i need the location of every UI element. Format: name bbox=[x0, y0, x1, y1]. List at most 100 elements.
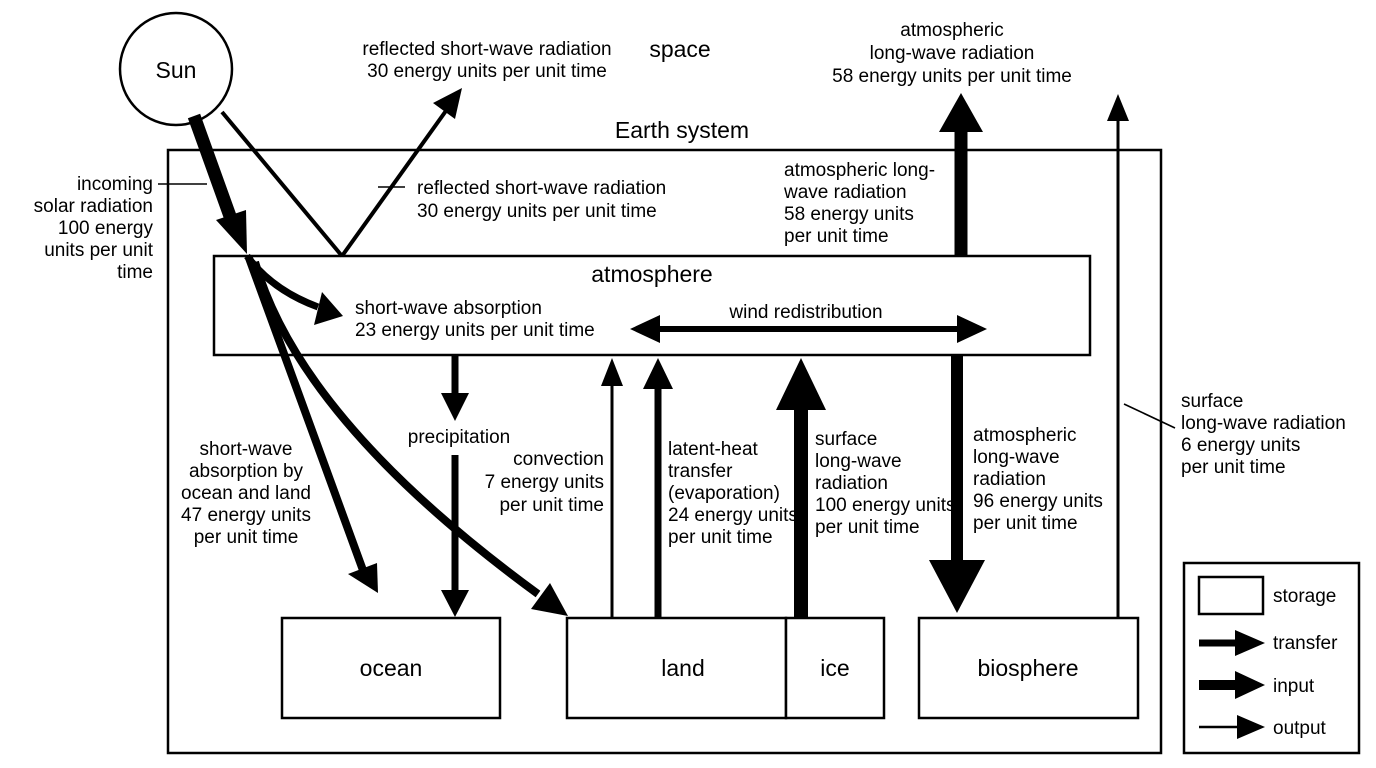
surface-lw-label-line: 100 energy units bbox=[815, 495, 956, 516]
surface-lw-arrowhead bbox=[776, 358, 826, 410]
sun-circle bbox=[118, 11, 234, 127]
precipitation-label: precipitation bbox=[408, 427, 510, 448]
atm-lw-down-arrowhead bbox=[929, 560, 985, 613]
legend-output-label: output bbox=[1273, 718, 1327, 739]
legend-input-label: input bbox=[1273, 676, 1315, 697]
incoming-solar-label-line: incoming bbox=[77, 174, 153, 195]
incoming-solar-arrowhead bbox=[216, 210, 247, 254]
atm-lw-inner-label-line: per unit time bbox=[784, 226, 889, 247]
reflected-space-label-line: 30 energy units per unit time bbox=[367, 61, 607, 82]
incoming-solar-label-line: units per unit bbox=[44, 240, 154, 261]
sw-land-arrowhead bbox=[531, 583, 568, 616]
latent-heat-label-line: latent-heat bbox=[668, 439, 759, 460]
sw-land-arrow bbox=[251, 260, 541, 598]
atm-lw-inner-label-line: 58 energy units bbox=[784, 204, 914, 225]
surface-lw-label-line: radiation bbox=[815, 473, 888, 494]
latent-heat-label-line: transfer bbox=[668, 461, 733, 482]
ocean-box bbox=[280, 616, 502, 720]
reflected-space-label-line: reflected short-wave radiation bbox=[362, 39, 611, 60]
incoming-solar-label-line: 100 energy bbox=[58, 218, 154, 239]
legend: storage transfer input output bbox=[1182, 561, 1361, 755]
ice-label: ice bbox=[820, 655, 849, 681]
atm-lw-inner-label-line: wave radiation bbox=[783, 182, 907, 203]
precip-arrowhead-upper bbox=[441, 393, 469, 421]
surface-lw-out-label-line: surface bbox=[1181, 391, 1243, 412]
legend-output-arrowhead bbox=[1237, 715, 1265, 739]
reflected-incoming-line bbox=[220, 110, 344, 258]
atm-lw-inner-label-line: atmospheric long- bbox=[784, 160, 935, 181]
sw-ocean-arrowhead bbox=[348, 563, 378, 593]
convection-arrowhead bbox=[601, 358, 623, 386]
surface-lw-label-line: per unit time bbox=[815, 517, 920, 538]
atm-lw-down-label-line: radiation bbox=[973, 469, 1046, 490]
incoming-solar-label-line: time bbox=[117, 262, 153, 283]
legend-transfer-arrowhead bbox=[1235, 630, 1265, 656]
atm-lw-down-label-line: per unit time bbox=[973, 513, 1078, 534]
atm-lw-down-label-line: atmospheric bbox=[973, 425, 1077, 446]
legend-transfer-label: transfer bbox=[1273, 633, 1338, 654]
convection-label-line: per unit time bbox=[499, 495, 604, 516]
legend-storage-label: storage bbox=[1273, 586, 1336, 607]
convection-label-line: convection bbox=[513, 449, 604, 470]
biosphere-box bbox=[917, 616, 1140, 720]
sw-ocean-land-label-line: short-wave bbox=[200, 439, 293, 460]
sw-ocean-arrow bbox=[245, 256, 368, 575]
surface-lw-out-label-line: per unit time bbox=[1181, 457, 1286, 478]
latent-heat-arrowhead bbox=[643, 358, 673, 389]
reflected-inner-label-line: 30 energy units per unit time bbox=[417, 201, 657, 222]
latent-heat-label-line: 24 energy units bbox=[668, 505, 798, 526]
wind-arrowhead-right bbox=[957, 315, 987, 343]
ocean-label: ocean bbox=[360, 655, 423, 681]
surface-lw-out-arrowhead bbox=[1107, 94, 1129, 121]
sw-ocean-land-label-line: per unit time bbox=[194, 527, 299, 548]
reflected-outgoing-line bbox=[340, 106, 450, 258]
land-label: land bbox=[661, 655, 704, 681]
legend-storage-swatch bbox=[1197, 575, 1265, 616]
biosphere-label: biosphere bbox=[977, 655, 1078, 681]
incoming-solar-label-line: solar radiation bbox=[34, 196, 153, 217]
legend-input-arrowhead bbox=[1235, 671, 1265, 699]
atm-lw-down-label-line: 96 energy units bbox=[973, 491, 1103, 512]
wind-label: wind redistribution bbox=[728, 302, 882, 323]
reflected-arrowhead bbox=[433, 88, 462, 119]
surface-lw-label-line: surface bbox=[815, 429, 877, 450]
reflected-inner-label-line: reflected short-wave radiation bbox=[417, 178, 666, 199]
latent-heat-label-line: (evaporation) bbox=[668, 483, 780, 504]
atm-lw-down-label-line: long-wave bbox=[973, 447, 1060, 468]
sw-absorption-label-line: 23 energy units per unit time bbox=[355, 320, 595, 341]
wind-arrowhead-left bbox=[630, 315, 660, 343]
surface-lw-out-label-line: long-wave radiation bbox=[1181, 413, 1346, 434]
sw-ocean-land-label-line: 47 energy units bbox=[181, 505, 311, 526]
atm-lw-space-arrowhead bbox=[939, 93, 983, 132]
atm-lw-space-label-line: long-wave radiation bbox=[870, 43, 1035, 64]
space-label: space bbox=[649, 36, 710, 62]
ice-box bbox=[784, 616, 886, 720]
sw-ocean-land-label-line: absorption by bbox=[189, 461, 304, 482]
incoming-solar-arrow bbox=[187, 113, 238, 222]
surface-lw-out-label-line: 6 energy units bbox=[1181, 435, 1300, 456]
earth-system-boundary bbox=[166, 148, 1163, 755]
atmosphere-label: atmosphere bbox=[591, 261, 712, 287]
surface-lw-label-line: long-wave bbox=[815, 451, 902, 472]
atm-lw-space-label-line: 58 energy units per unit time bbox=[832, 66, 1072, 87]
surface-lw-out-leader bbox=[1123, 403, 1176, 429]
convection-label-line: 7 energy units bbox=[485, 472, 604, 493]
sw-absorption-arrowhead bbox=[314, 292, 343, 325]
precip-arrowhead-lower bbox=[441, 590, 469, 617]
sw-absorption-label-line: short-wave absorption bbox=[355, 298, 542, 319]
latent-heat-label-line: per unit time bbox=[668, 527, 773, 548]
sw-ocean-land-label-line: ocean and land bbox=[181, 483, 311, 504]
